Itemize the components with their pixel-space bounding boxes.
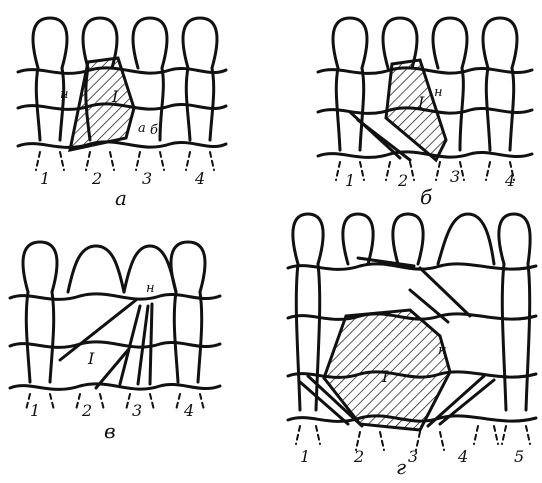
panel-b-wale-4: 4 (504, 171, 515, 190)
panel-b-marker-n: н (434, 85, 443, 100)
panel-d-marker-n: н (438, 343, 447, 358)
panel-a-wale-4: 4 (194, 169, 205, 188)
panel-c-caption: в (104, 419, 116, 443)
panel-d-region-label: I (381, 367, 389, 386)
panel-a-wale-3: 3 (142, 169, 152, 188)
panel-a-marker-b: б (150, 123, 158, 138)
panel-a: 1 2 3 4 а I н а б (18, 18, 226, 210)
panel-c-wale-4: 4 (183, 401, 194, 420)
panel-a-wale-1: 1 (40, 169, 50, 188)
panel-b-wale-2: 2 (397, 171, 408, 190)
panel-b-wale-3: 3 (450, 167, 460, 186)
panel-b-caption: б (420, 185, 433, 209)
panel-c-wale-2: 2 (81, 401, 92, 420)
panel-a-region-label: I (111, 87, 119, 106)
panel-a-marker-n: н (60, 87, 69, 102)
panel-a-marker-a: а (138, 121, 146, 136)
panel-d-wale-4: 4 (457, 447, 468, 466)
panel-d-wale-5: 5 (514, 447, 524, 466)
panel-d-wale-1: 1 (300, 447, 310, 466)
panel-a-wale-2: 2 (91, 169, 102, 188)
panel-c-region-label: I (87, 349, 95, 368)
panel-c: 1 2 3 4 в I н (10, 242, 220, 443)
panel-c-wale-3: 3 (132, 401, 142, 420)
panel-c-marker-n: н (146, 281, 155, 296)
panel-d-caption: г (396, 455, 406, 478)
panel-c-wale-1: 1 (30, 401, 40, 420)
panel-b: 1 2 3 4 б I н (318, 18, 532, 209)
panel-b-region-label: I (417, 93, 425, 112)
panel-d-wale-3: 3 (408, 447, 418, 466)
panel-d: 1 2 3 4 5 г I н (288, 214, 536, 478)
panel-d-wale-2: 2 (353, 447, 364, 466)
panel-a-caption: а (115, 186, 127, 210)
panel-b-wale-1: 1 (345, 171, 355, 190)
